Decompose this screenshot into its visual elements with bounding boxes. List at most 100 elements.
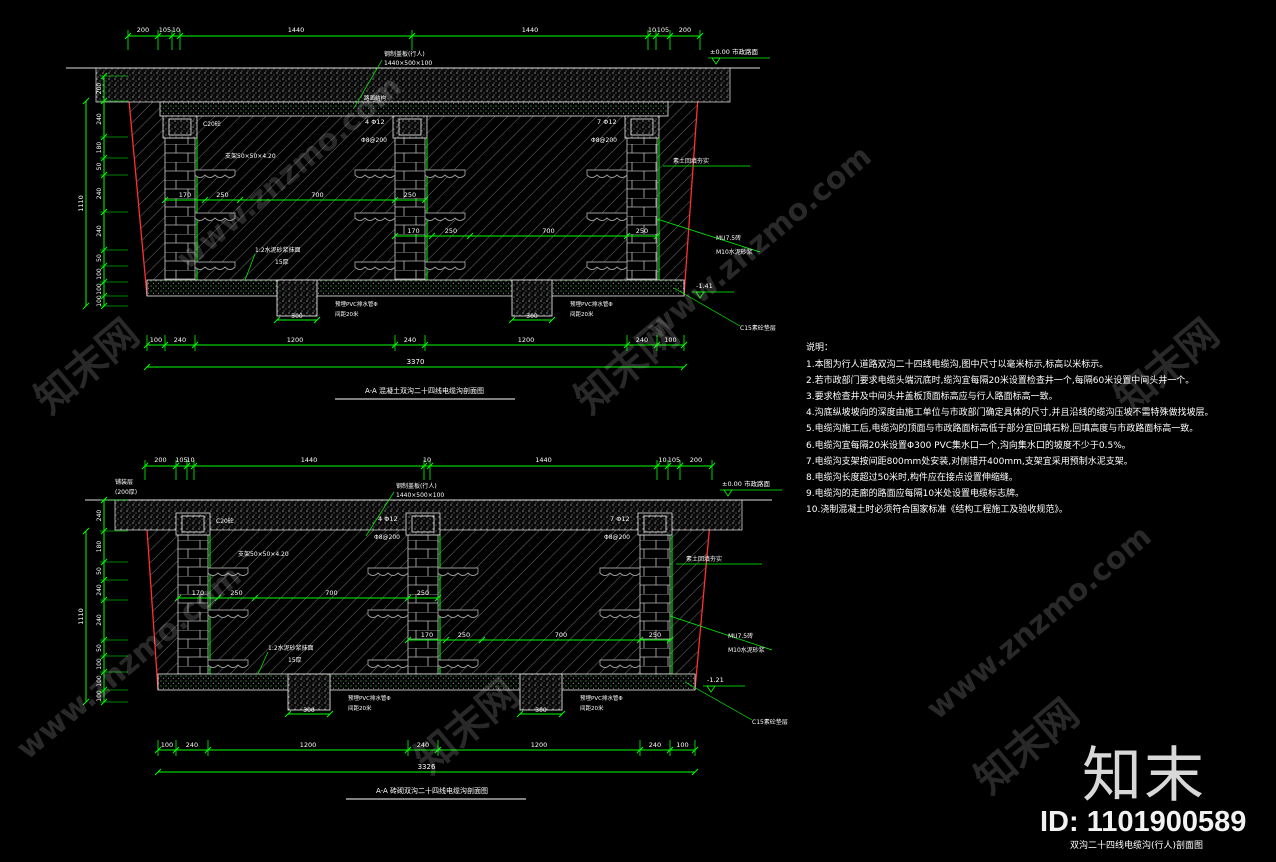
c20-label: C20砼 [216, 517, 234, 525]
spacing-label: 250 [445, 227, 457, 235]
cable-bracket [194, 169, 236, 178]
spacing-label: 170 [421, 631, 433, 639]
dim-label: 240 [174, 336, 186, 344]
dim-tick [161, 196, 169, 204]
bracket-label: 支架50×50×4.20 [238, 550, 289, 558]
dim-label: 200 [137, 26, 149, 34]
design-notes: 说明： 1.本图为行人道路双沟二十四线电缆沟,图中尺寸以毫米标示,标高以米标示。… [806, 340, 1213, 518]
side-label: 素土回填夯实 [686, 555, 722, 563]
dim-label: 10 [186, 456, 194, 464]
dim-label: 105 [175, 456, 187, 464]
dim-tick [428, 232, 436, 240]
dim-label: 240 [96, 188, 103, 200]
level-mark [723, 489, 733, 497]
dim-tick [391, 232, 399, 240]
dim-label: 100 [96, 295, 103, 307]
cable-bracket [207, 659, 249, 668]
dim-label: 50 [96, 567, 103, 575]
c20-cap-beam [392, 115, 428, 139]
dim-tick [404, 594, 412, 602]
level-mark [695, 291, 705, 299]
drain-pit [511, 279, 553, 317]
cable-bracket [586, 212, 628, 221]
brand-id: ID: 1101900589 [1040, 806, 1247, 838]
cable-bracket [354, 261, 396, 270]
level-top: ±0.00 市政路面 [722, 479, 770, 488]
note-item: 1.本图为行人道路双沟二十四线电缆沟,图中尺寸以毫米标示,标高以米标示。 [806, 360, 1109, 371]
dim-label: 1440 [535, 456, 552, 464]
excavation-edge [144, 499, 159, 691]
spacing-label: 700 [311, 191, 323, 199]
brick-wall [407, 534, 439, 675]
dim-tick [508, 316, 516, 324]
leader-line [669, 615, 773, 651]
leader-line [684, 681, 753, 721]
drain-pit [276, 279, 318, 317]
drain-label: 间距20米 [580, 704, 604, 712]
rebar-label: 7 Φ12 [597, 118, 617, 126]
dim-tick [273, 316, 281, 324]
spacing-label: 170 [192, 589, 204, 597]
level-bottom: -1.41 [696, 282, 713, 290]
dim-label: 240 [96, 113, 103, 125]
drawing-subtitle: 双沟二十四线电缆沟(行人)剖面图 [1070, 841, 1204, 851]
dim-label: 105 [657, 26, 669, 34]
dim-label: 100 [96, 690, 103, 702]
total-dim: 1110 [77, 608, 85, 625]
dim-tick [691, 768, 699, 776]
cable-bracket [599, 609, 641, 618]
dim-label: 1200 [518, 336, 535, 344]
note-item: 7.电缆沟支架按间距800mm处安装,对侧错开400mm,支架宜采用预制水泥支架… [806, 456, 1133, 467]
dim-label: 105 [668, 456, 680, 464]
dim-label: 200 [690, 456, 702, 464]
excavation-edge [125, 67, 148, 297]
dim-tick [154, 768, 162, 776]
dim-label: 1440 [288, 26, 305, 34]
drain-label: 间距20米 [570, 310, 594, 318]
dim-tick [404, 636, 412, 644]
spacing-label: 250 [636, 227, 648, 235]
cover-label: 钢制盖板(行人) [396, 482, 437, 490]
note-item: 4.沟底纵坡坡向的深度由施工单位与市政部门确定具体的尺寸,并且沿线的缆沟压坡不需… [806, 408, 1214, 419]
dim-tick [326, 710, 334, 718]
drain-width: 300 [526, 313, 538, 320]
pavement-label: 铺装层 [115, 478, 133, 486]
dim-tick [82, 698, 90, 706]
dim-label: 100 [96, 675, 103, 687]
dim-label: 100 [664, 336, 676, 344]
dim-tick [666, 636, 674, 644]
dim-tick [313, 316, 321, 324]
total-dim: 3326 [418, 763, 436, 771]
dim-tick [421, 196, 429, 204]
spacing-label: 700 [542, 227, 554, 235]
base-label: C15素砼垫层 [752, 718, 788, 726]
dim-label: 1200 [287, 336, 304, 344]
dim-label: 100 [96, 658, 103, 670]
cable-bracket [207, 609, 249, 618]
dim-label: 240 [636, 336, 648, 344]
note-item: 10.浇制混凝土时必须符合国家标准《结构工程施工及验收规范》。 [806, 504, 1068, 515]
drain-label: 间距20米 [348, 704, 372, 712]
cover-plate [159, 101, 669, 117]
dim-tick [653, 232, 661, 240]
mortar-label: M10水泥砂浆 [728, 646, 765, 654]
rebar-label: 4 Φ12 [365, 118, 385, 126]
dim-tick [434, 594, 442, 602]
brick-label: MU7.5砖 [728, 632, 753, 640]
dim-tick [478, 636, 486, 644]
dim-tick [548, 316, 556, 324]
cable-bracket [437, 567, 479, 576]
stirrup-label: Φ8@200 [591, 137, 617, 144]
spacing-label: 250 [230, 589, 242, 597]
plaster-thk: 15厚 [288, 657, 302, 664]
c20-cap-beam [624, 115, 660, 139]
dim-label: 100 [96, 283, 103, 295]
cable-bracket [424, 169, 466, 178]
drain-width: 300 [535, 707, 547, 714]
dim-label: 240 [649, 741, 661, 749]
dim-label: 10 [172, 26, 180, 34]
dim-tick [466, 232, 474, 240]
dim-label: 200 [679, 26, 691, 34]
dim-label: 10 [648, 26, 656, 34]
dim-label: 1440 [301, 456, 318, 464]
